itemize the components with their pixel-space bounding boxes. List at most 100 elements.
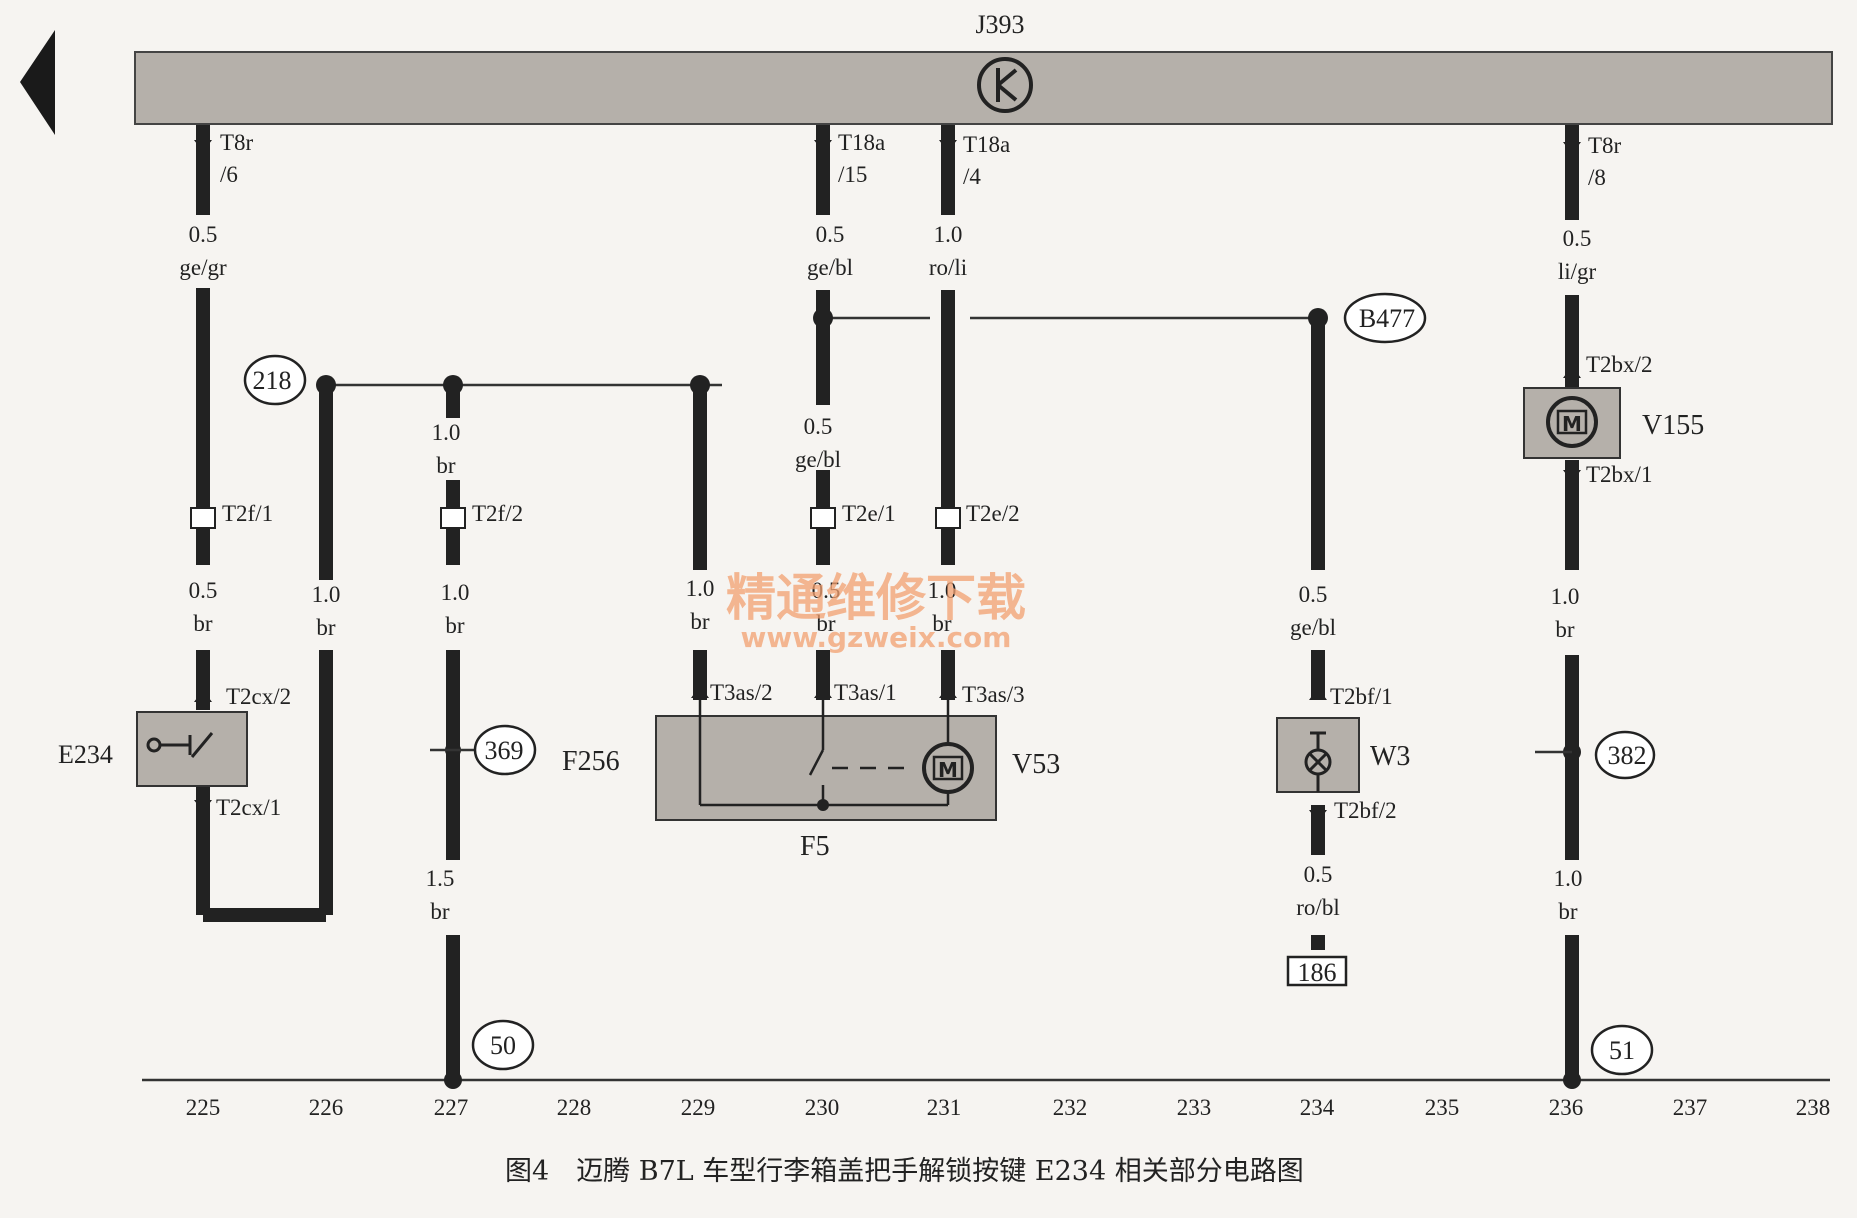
wire-231-top-color: ro/li xyxy=(929,255,967,280)
wire-230-mid-color: ge/bl xyxy=(795,447,841,472)
conn-t18a-15-a: T18a xyxy=(838,130,885,155)
track-number: 238 xyxy=(1796,1095,1831,1120)
wire-225-low-color: br xyxy=(193,611,213,636)
wire-236-bot-color: br xyxy=(1558,899,1578,924)
wire-229-low-size: 1.0 xyxy=(686,576,715,601)
track-number: 237 xyxy=(1673,1095,1708,1120)
wire-227-low-size: 1.0 xyxy=(441,580,470,605)
conn-t18a-4-b: /4 xyxy=(963,164,981,189)
wire-230-top-color: ge/bl xyxy=(807,255,853,280)
connector-arrows xyxy=(194,140,1581,822)
ref-186: 186 xyxy=(1298,958,1337,987)
wire-230-low-color: br xyxy=(816,611,836,636)
track-number: 230 xyxy=(805,1095,840,1120)
conn-t3as-1: T3as/1 xyxy=(834,680,897,705)
wire-229-low-color: br xyxy=(690,609,710,634)
watermark-cn: 精通维修下载 xyxy=(726,569,1026,627)
wire-236-bot-size: 1.0 xyxy=(1554,866,1583,891)
svg-text:M: M xyxy=(1562,412,1582,436)
conn-t2bf-2: T2bf/2 xyxy=(1334,798,1397,823)
ref-218: 218 xyxy=(253,366,292,395)
wire-227-mid-color: br xyxy=(436,453,456,478)
wire-225-top-size: 0.5 xyxy=(189,222,218,247)
track-number: 233 xyxy=(1177,1095,1212,1120)
ref-218-circle xyxy=(243,354,307,406)
track-number: 227 xyxy=(434,1095,469,1120)
wire-225-low-size: 0.5 xyxy=(189,578,218,603)
control-unit-label: J393 xyxy=(975,10,1024,39)
e234-switch-box xyxy=(136,711,248,787)
wire-225-top-color: ge/gr xyxy=(179,255,227,280)
wire-227-mid-size: 1.0 xyxy=(432,420,461,445)
conn-t8r-6-a: T8r xyxy=(220,130,254,155)
back-arrow-icon[interactable] xyxy=(20,30,55,135)
track-number: 226 xyxy=(309,1095,344,1120)
conn-t2f-1: T2f/1 xyxy=(222,501,273,526)
wire-234-low-size: 0.5 xyxy=(1299,582,1328,607)
ref-51: 51 xyxy=(1609,1036,1635,1065)
conn-t8r-8-b: /8 xyxy=(1588,165,1606,190)
conn-t2bx-2: T2bx/2 xyxy=(1586,352,1652,377)
ref-b477-circle xyxy=(1343,292,1427,344)
conn-t2f-2: T2f/2 xyxy=(472,501,523,526)
conn-t2e-1: T2e/1 xyxy=(842,501,896,526)
conn-t3as-3: T3as/3 xyxy=(962,682,1025,707)
ref-382-circle xyxy=(1594,730,1656,780)
v155-label: V155 xyxy=(1642,410,1704,441)
track-number: 225 xyxy=(186,1095,221,1120)
conn-t2cx-2: T2cx/2 xyxy=(226,684,291,709)
wire-234-low-color: ge/bl xyxy=(1290,615,1336,640)
ref-382: 382 xyxy=(1608,741,1647,770)
wire-226-low-color: br xyxy=(316,615,336,640)
ref-50: 50 xyxy=(490,1031,516,1060)
wire-227-bot-size: 1.5 xyxy=(426,866,455,891)
ref-50-circle xyxy=(471,1019,535,1071)
wire-227-low-color: br xyxy=(445,613,465,638)
wire-231-top-size: 1.0 xyxy=(934,222,963,247)
figure-caption: 图4 迈腾 B7L 车型行李箱盖把手解锁按键 E234 相关部分电路图 xyxy=(505,1156,1304,1187)
conn-t2bf-1: T2bf/1 xyxy=(1330,684,1393,709)
f5-label: F5 xyxy=(800,831,830,862)
f256-label: F256 xyxy=(562,746,620,777)
wire-226-low-size: 1.0 xyxy=(312,582,341,607)
e234-label: E234 xyxy=(58,740,113,769)
conn-t2bx-1: T2bx/1 xyxy=(1586,462,1652,487)
conn-t2cx-1: T2cx/1 xyxy=(216,795,281,820)
ref-369: 369 xyxy=(485,736,524,765)
wire-236-low-size: 1.0 xyxy=(1551,584,1580,609)
conn-t2e-2: T2e/2 xyxy=(966,501,1020,526)
conn-t18a-4-a: T18a xyxy=(963,132,1010,157)
v53-label: V53 xyxy=(1012,749,1060,780)
wire-230-top-size: 0.5 xyxy=(816,222,845,247)
wire-236-top-color: li/gr xyxy=(1558,259,1597,284)
track-numbers: 225 226 227 228 229 230 231 232 233 234 … xyxy=(186,1095,1831,1120)
ref-186-box xyxy=(1286,955,1348,987)
track-number: 236 xyxy=(1549,1095,1584,1120)
wire-236-top-size: 0.5 xyxy=(1563,226,1592,251)
wire-236-low-color: br xyxy=(1555,617,1575,642)
track-number: 235 xyxy=(1425,1095,1460,1120)
control-unit-j393 xyxy=(134,51,1833,125)
ref-b477: B477 xyxy=(1359,304,1415,333)
wire-234-bot-color: ro/bl xyxy=(1296,895,1339,920)
ref-369-circle xyxy=(473,724,537,776)
v53-motor-icon: M xyxy=(922,742,974,794)
svg-text:M: M xyxy=(938,758,958,782)
w3-label: W3 xyxy=(1370,741,1410,772)
track-number: 229 xyxy=(681,1095,716,1120)
conn-t8r-8-a: T8r xyxy=(1588,133,1622,158)
conn-t3as-2: T3as/2 xyxy=(710,680,773,705)
track-number: 234 xyxy=(1300,1095,1335,1120)
track-number: 232 xyxy=(1053,1095,1088,1120)
plug-connectors xyxy=(190,507,961,529)
conn-t8r-6-b: /6 xyxy=(220,162,238,187)
watermark-url: www.gzweix.com xyxy=(741,621,1012,654)
conn-t18a-15-b: /15 xyxy=(838,162,867,187)
track-number: 231 xyxy=(927,1095,962,1120)
wire-230-low-size: 0.5 xyxy=(812,578,841,603)
track-number: 228 xyxy=(557,1095,592,1120)
push-switch-icon xyxy=(146,732,214,758)
f5-junction xyxy=(817,799,829,811)
wire-231-low-color: br xyxy=(932,611,952,636)
